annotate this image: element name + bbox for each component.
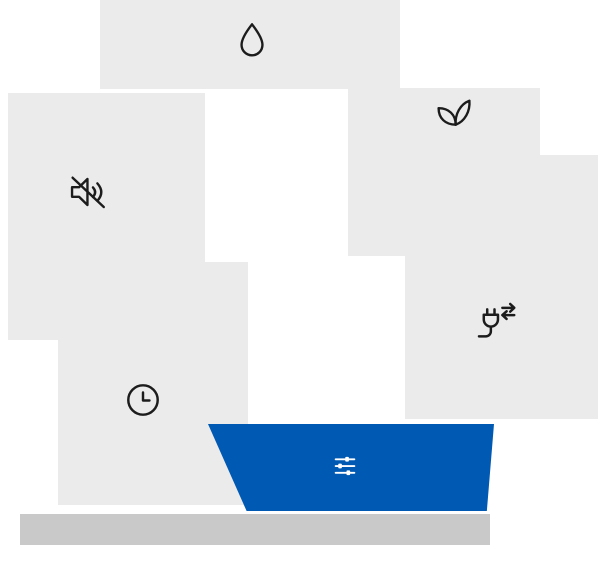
sliders-icon	[330, 451, 360, 481]
tile-clock	[58, 262, 248, 505]
leaf-icon	[432, 91, 476, 135]
tile-water	[100, 0, 400, 89]
clock-icon	[122, 379, 164, 421]
water-drop-icon	[230, 19, 274, 63]
plug-swap-icon	[474, 299, 520, 345]
speaker-mute-icon	[66, 170, 110, 214]
bottom-bar	[20, 514, 490, 545]
tile-power	[405, 155, 598, 419]
accent-banner	[208, 424, 494, 511]
